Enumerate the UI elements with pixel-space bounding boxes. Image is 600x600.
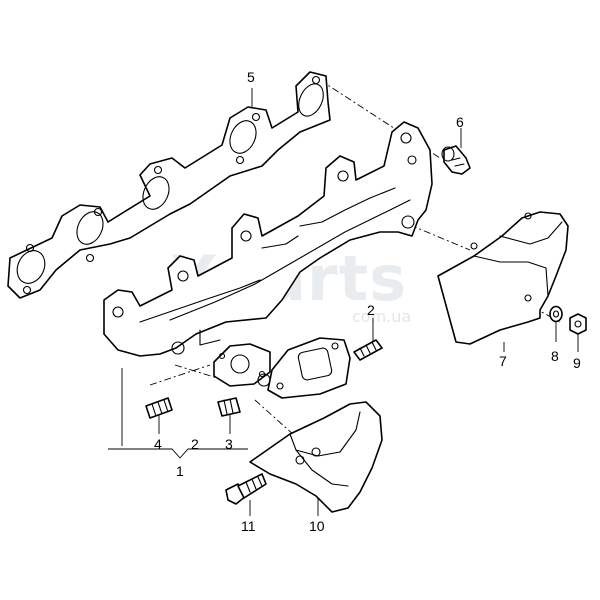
nut-9 [569,313,587,335]
manifold-gasket [7,71,331,299]
callout-9: 9 [573,355,581,371]
callout-3: 3 [225,436,233,452]
lower-heat-shield [249,401,383,513]
bolt-11 [225,473,267,505]
leader-lines [108,88,579,516]
callout-1: 1 [176,463,184,479]
callout-4: 4 [154,436,162,452]
callout-10: 10 [309,518,325,534]
watermark-suffix: com.ua [352,307,411,326]
callout-8: 8 [551,348,559,364]
callout-7: 7 [499,353,507,369]
callouts: 5 6 2 7 8 9 4 2 3 1 11 10 [154,69,581,534]
callout-11: 11 [241,518,256,534]
callout-2-left: 2 [191,436,199,452]
callout-6: 6 [456,114,464,130]
exhaust-manifold [103,121,433,357]
bolt-6 [441,145,471,175]
stud-4 [145,397,173,419]
flange-gaskets [213,337,351,399]
stud-2-right [353,339,383,361]
heat-shield [437,211,569,345]
callout-2-right: 2 [367,302,375,318]
stud-2-left [217,397,241,417]
washer-8 [549,305,563,323]
callout-5: 5 [247,69,255,85]
